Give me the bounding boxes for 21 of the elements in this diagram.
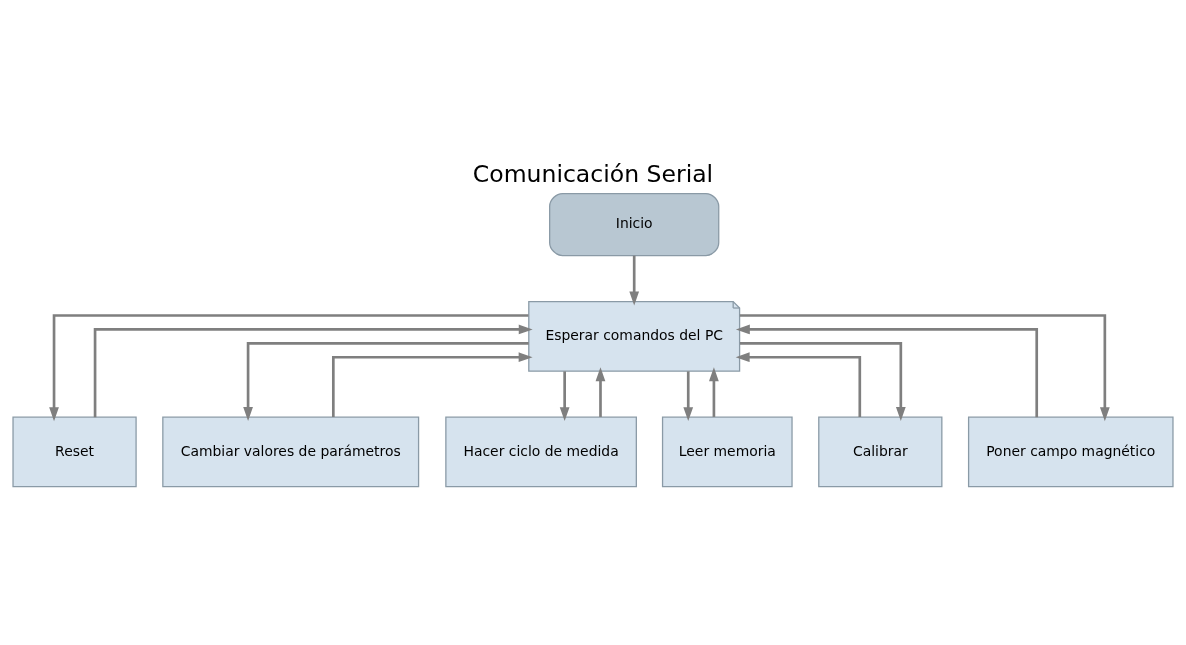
arrow xyxy=(629,255,640,305)
arrow xyxy=(735,351,862,417)
arrow xyxy=(683,370,694,421)
node-box: Leer memoria xyxy=(661,416,793,487)
arrow xyxy=(735,324,1039,417)
arrow xyxy=(332,351,533,417)
node-box: Hacer ciclo de medida xyxy=(445,416,637,487)
arrow xyxy=(739,341,906,421)
node-box: Poner campo magnético xyxy=(967,416,1174,487)
arrow xyxy=(595,366,606,417)
node-box: Calibrar xyxy=(818,416,943,487)
node-box: Reset xyxy=(12,416,137,487)
arrow xyxy=(739,313,1110,421)
arrow xyxy=(559,370,570,421)
arrow xyxy=(49,313,529,421)
node-box: Cambiar valores de parámetros xyxy=(162,416,420,487)
arrow xyxy=(709,366,719,417)
node-box: Inicio xyxy=(549,192,720,256)
arrow xyxy=(93,324,533,417)
diagram-title: Comunicación Serial xyxy=(472,159,714,188)
arrow xyxy=(243,341,529,421)
